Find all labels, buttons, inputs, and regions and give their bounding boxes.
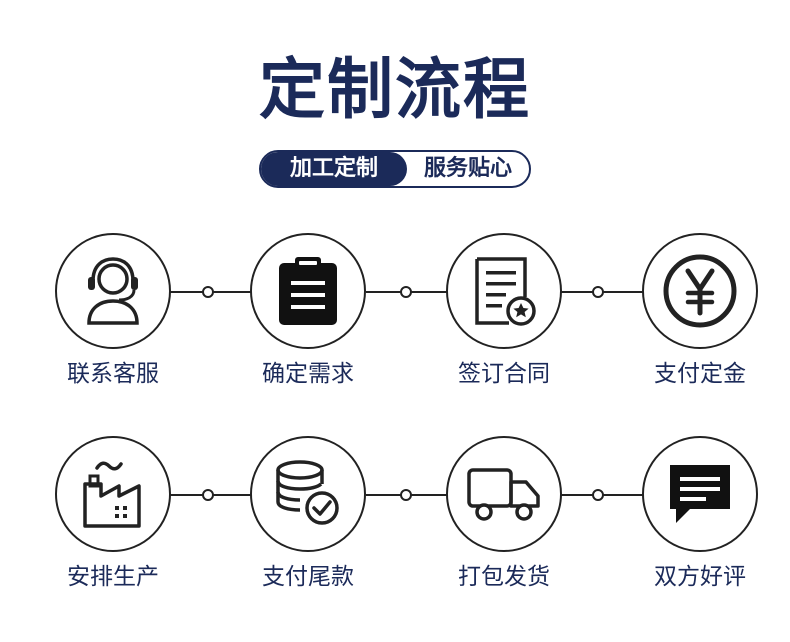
step-label: 支付定金 <box>654 361 746 387</box>
step-circle <box>446 436 562 552</box>
step-circle <box>642 233 758 349</box>
step-label: 签订合同 <box>458 361 550 387</box>
step-pay-deposit: 支付定金 <box>640 233 760 387</box>
step-circle <box>250 436 366 552</box>
step-confirm-requirement: 确定需求 <box>248 233 368 387</box>
step-sign-contract: 签订合同 <box>444 233 564 387</box>
customer-service-icon <box>87 257 139 325</box>
chat-bubble-icon <box>670 465 730 523</box>
step-contact-service: 联系客服 <box>53 233 173 387</box>
coins-check-icon <box>276 460 339 525</box>
factory-icon <box>83 461 141 528</box>
step-arrange-production: 安排生产 <box>53 436 173 590</box>
connector-dot <box>202 489 214 501</box>
badge-left-text: 加工定制 <box>261 152 407 186</box>
step-label: 支付尾款 <box>262 564 354 590</box>
step-circle <box>250 233 366 349</box>
connector-dot <box>592 489 604 501</box>
step-circle <box>446 233 562 349</box>
step-pack-ship: 打包发货 <box>444 436 564 590</box>
step-label: 确定需求 <box>262 361 354 387</box>
step-circle <box>55 233 171 349</box>
step-circle <box>55 436 171 552</box>
step-circle <box>642 436 758 552</box>
connector-dot <box>400 286 412 298</box>
step-label: 双方好评 <box>654 564 746 590</box>
step-label: 联系客服 <box>67 361 159 387</box>
step-mutual-review: 双方好评 <box>640 436 760 590</box>
slogan-badge: 加工定制 服务贴心 <box>259 150 531 188</box>
step-pay-balance: 支付尾款 <box>248 436 368 590</box>
contract-icon <box>475 257 536 326</box>
step-label: 安排生产 <box>67 564 159 590</box>
yen-coin-icon <box>663 254 737 328</box>
connector-dot <box>202 286 214 298</box>
connector-dot <box>400 489 412 501</box>
badge-right-text: 服务贴心 <box>423 156 512 181</box>
page-title: 定制流程 <box>259 51 531 128</box>
connector-dot <box>592 286 604 298</box>
clipboard-icon <box>279 257 337 325</box>
truck-icon <box>467 468 540 521</box>
step-label: 打包发货 <box>458 564 550 590</box>
